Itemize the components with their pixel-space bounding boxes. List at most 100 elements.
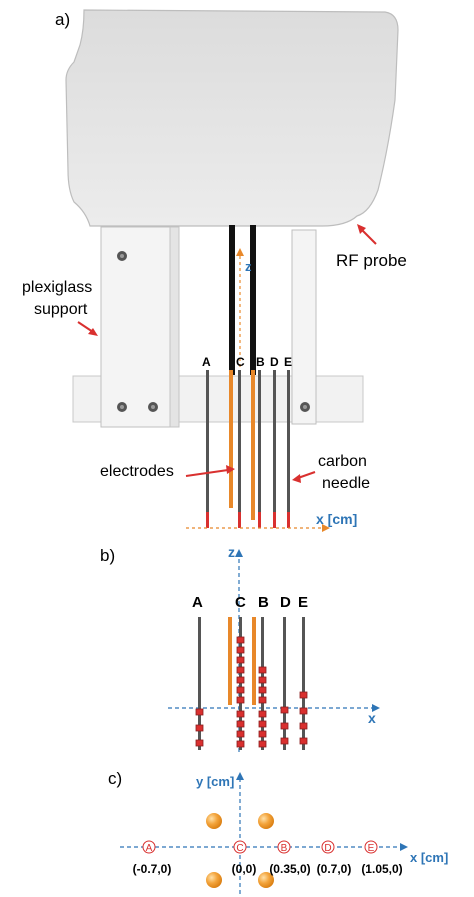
y-axis-label: y [cm] xyxy=(196,774,234,789)
panel-c-label: c) xyxy=(108,769,122,788)
marker xyxy=(258,720,267,728)
panel-a-diagram: a) z A C B D E x [cm] RF probe plexiglas… xyxy=(22,9,407,532)
needle-pointer xyxy=(297,471,316,479)
x-axis-label: x [cm] xyxy=(316,511,357,527)
black-rod xyxy=(250,225,256,375)
coord-label-A: (-0.7,0) xyxy=(133,862,172,876)
marker xyxy=(236,740,245,748)
electrode-letter-A: A xyxy=(202,355,211,369)
electrode-tip xyxy=(238,512,241,528)
x-axis-label: x xyxy=(368,710,376,726)
carbon-needle-section xyxy=(206,872,222,888)
support-left-plate xyxy=(100,226,180,428)
marker xyxy=(299,691,308,699)
coord-label-C: (0,0) xyxy=(232,862,257,876)
z-axis-label: z xyxy=(245,259,252,274)
marker xyxy=(236,686,245,694)
electrode-A xyxy=(198,617,201,750)
arrow-icon xyxy=(357,224,366,234)
needle-label-line2: needle xyxy=(322,475,370,492)
x-axis-arrow-icon xyxy=(372,704,380,712)
measurement-markers xyxy=(195,636,308,748)
support-pointer xyxy=(77,321,94,333)
support-label-line1: plexiglass xyxy=(22,279,92,296)
y-axis-arrow-icon xyxy=(236,772,244,780)
point-letter: D xyxy=(324,843,331,854)
x-axis-arrow-icon xyxy=(400,843,408,851)
carbon-needle xyxy=(251,370,255,520)
marker xyxy=(195,724,204,732)
electrode-E xyxy=(302,617,305,750)
coord-label-D: (0.7,0) xyxy=(317,862,352,876)
marker xyxy=(258,730,267,738)
electrode-letter-D: D xyxy=(270,355,279,369)
marker xyxy=(299,737,308,745)
point-A: A xyxy=(142,840,156,854)
coord-label-E: (1.05,0) xyxy=(361,862,402,876)
marker xyxy=(280,737,289,745)
point-C: C xyxy=(233,840,247,854)
electrode-tip xyxy=(287,512,290,528)
z-axis-arrow-icon xyxy=(235,549,243,557)
marker xyxy=(236,666,245,674)
electrode-letter-C: C xyxy=(236,355,245,369)
coord-label-B: (0.35,0) xyxy=(269,862,310,876)
electrode-B xyxy=(258,370,261,528)
electrode-letter-E: E xyxy=(298,594,308,611)
carbon-needle xyxy=(252,617,256,705)
black-rod xyxy=(229,225,235,375)
electrode-letter-B: B xyxy=(258,594,269,611)
point-D: D xyxy=(321,840,335,854)
marker xyxy=(195,739,204,747)
electrode-tip xyxy=(206,512,209,528)
point-E: E xyxy=(364,840,378,854)
electrode-E xyxy=(287,370,290,528)
panel-c: c) y [cm] x [cm] A C B D E (-0.7,0) (0,0… xyxy=(0,760,474,897)
marker xyxy=(280,722,289,730)
carbon-needle-section xyxy=(258,813,274,829)
marker xyxy=(236,636,245,644)
arrow-icon xyxy=(292,474,301,483)
marker xyxy=(236,656,245,664)
point-letter: A xyxy=(146,843,153,854)
panel-c-diagram: c) y [cm] x [cm] A C B D E (-0.7,0) (0,0… xyxy=(108,769,448,895)
carbon-needle-section xyxy=(258,872,274,888)
marker xyxy=(258,666,267,674)
marker xyxy=(299,707,308,715)
electrode-C xyxy=(239,617,242,750)
marker xyxy=(236,696,245,704)
point-letter: C xyxy=(236,843,243,854)
needle-label-line1: carbon xyxy=(318,453,367,470)
marker xyxy=(258,686,267,694)
z-axis-label: z xyxy=(228,545,235,560)
marker xyxy=(236,676,245,684)
screw-icon xyxy=(148,402,158,412)
z-axis-arrow-icon xyxy=(236,248,244,256)
panel-b-diagram: b) z x A C B D E xyxy=(100,545,380,755)
arrow-icon xyxy=(226,465,235,474)
electrode-letter-B: B xyxy=(256,355,265,369)
panel-a: a) z A C B D E x [cm] RF probe plexiglas… xyxy=(22,9,407,532)
marker xyxy=(236,720,245,728)
point-letter: B xyxy=(281,843,288,854)
support-left-plate-edge xyxy=(169,226,180,428)
electrode-B xyxy=(261,617,264,750)
electrode-letter-E: E xyxy=(284,355,292,369)
x-axis-arrow-icon xyxy=(322,524,330,532)
rf-probe-label: RF probe xyxy=(336,251,407,270)
electrode-C xyxy=(238,370,241,528)
electrodes-label: electrodes xyxy=(100,463,174,480)
electrode-letter-D: D xyxy=(280,594,291,611)
rf-probe-body xyxy=(65,9,399,227)
marker xyxy=(236,710,245,718)
electrodes-pointer xyxy=(185,469,229,477)
arrow-icon xyxy=(88,328,98,336)
marker xyxy=(258,676,267,684)
screw-icon xyxy=(117,402,127,412)
panel-a-label: a) xyxy=(55,10,70,29)
carbon-needle-section xyxy=(206,813,222,829)
electrode-tip xyxy=(273,512,276,528)
screw-icon xyxy=(300,402,310,412)
marker xyxy=(280,706,289,714)
marker xyxy=(258,710,267,718)
